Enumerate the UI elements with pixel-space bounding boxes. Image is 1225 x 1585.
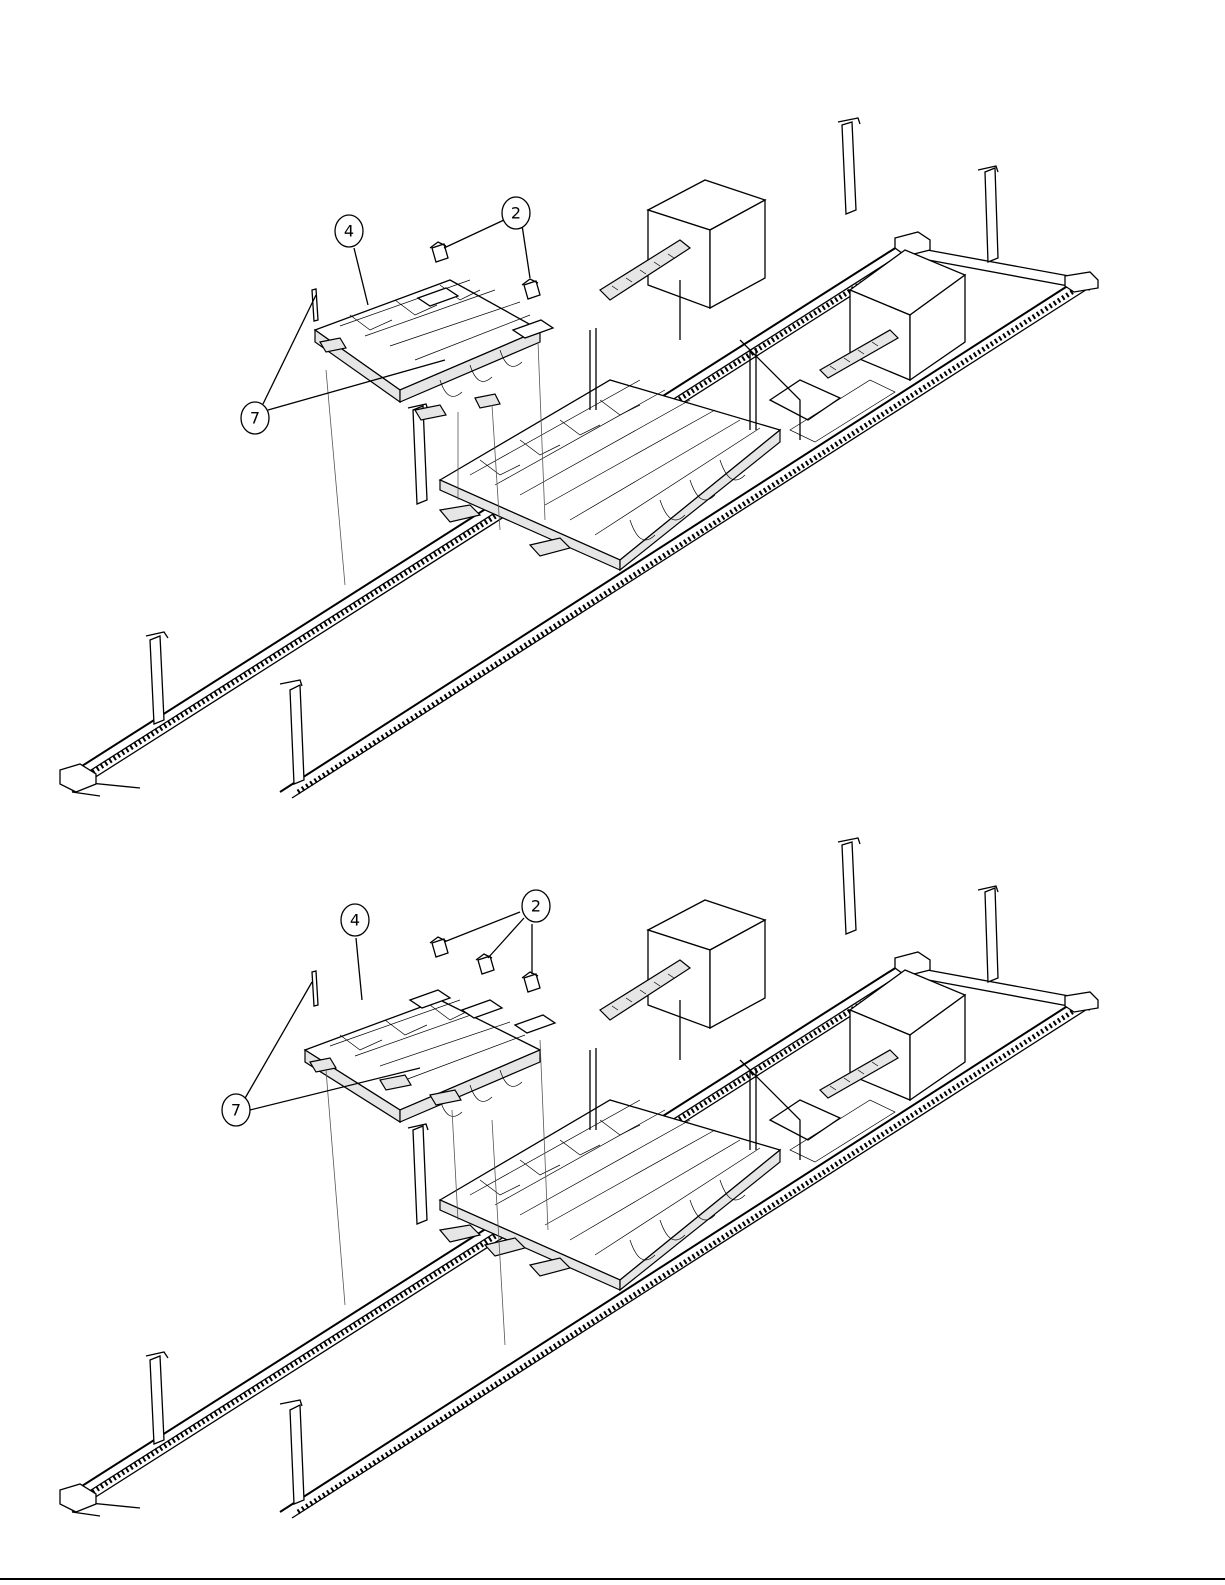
page-bottom-rule [0,1578,1225,1580]
callout-balloon-2: 2 [522,890,550,922]
terminal-block-main [440,1100,780,1290]
exploded-assembly-drawing-top: 4 2 7 [0,80,1225,800]
callout-balloon-4: 4 [341,904,369,936]
callout-label-4: 4 [350,911,360,930]
callout-balloon-7: 7 [222,1094,250,1126]
callout-label-7: 7 [231,1101,241,1120]
assembly-svg-bottom: 4 2 7 [0,800,1225,1520]
callout-label-2: 2 [531,897,541,916]
exploded-terminal-module [305,1000,540,1122]
assembly-svg-top: 4 2 7 [0,80,1225,800]
callout-balloon-7: 7 [241,402,269,434]
callout-label-4: 4 [344,222,354,241]
callout-balloon-2: 2 [502,197,530,229]
callout-label-2: 2 [511,204,521,223]
callout-label-7: 7 [250,409,260,428]
terminal-block-main [440,380,780,570]
callout-balloon-4: 4 [335,215,363,247]
exploded-assembly-drawing-bottom: 4 2 7 [0,800,1225,1520]
